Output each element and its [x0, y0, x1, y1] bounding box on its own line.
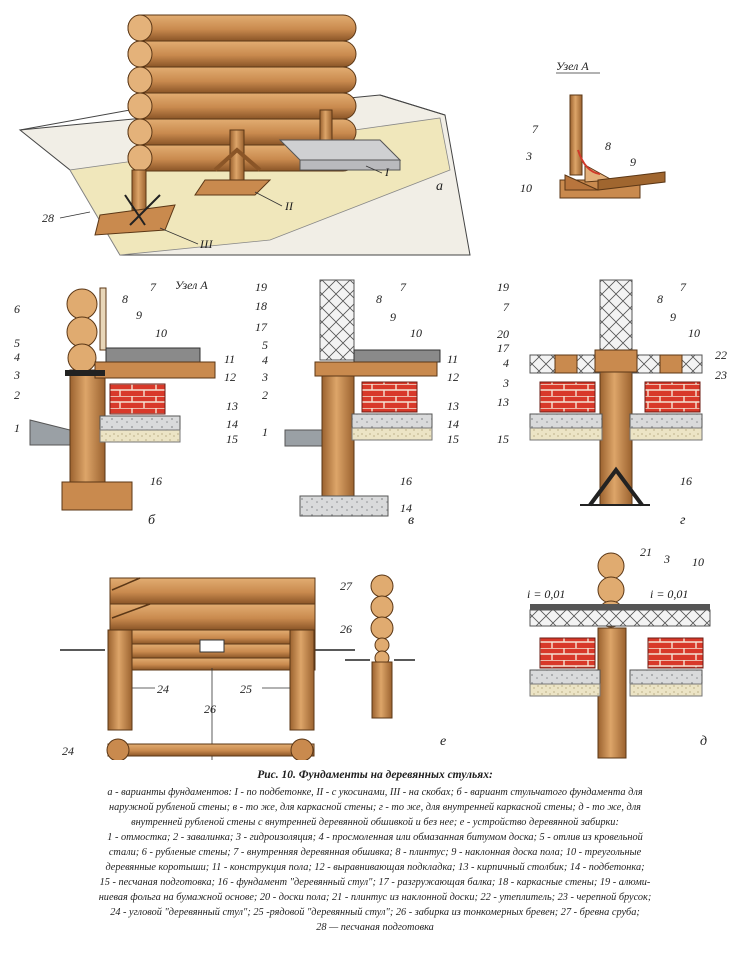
- svg-text:17: 17: [497, 341, 510, 355]
- label-II: II: [284, 199, 294, 213]
- svg-text:23: 23: [715, 368, 727, 382]
- svg-text:14: 14: [447, 417, 459, 431]
- svg-text:15: 15: [226, 432, 238, 446]
- log-wall-a: [127, 14, 357, 172]
- svg-text:16: 16: [150, 474, 162, 488]
- svg-text:21: 21: [640, 545, 652, 559]
- svg-text:12: 12: [224, 370, 236, 384]
- slope-left: i = 0,01: [527, 587, 565, 601]
- svg-text:10: 10: [688, 326, 700, 340]
- svg-text:25: 25: [240, 682, 252, 696]
- svg-text:7: 7: [150, 280, 157, 294]
- caption-line: 15 - песчаная подготовка; 16 - фундамент…: [99, 877, 651, 888]
- figure-caption: Рис. 10. Фундаменты на деревянных стулья…: [12, 768, 738, 935]
- svg-text:8: 8: [605, 139, 611, 153]
- svg-text:19: 19: [255, 280, 267, 294]
- panel-e-elevation: 27 26 24 25 26 24 е: [60, 574, 446, 760]
- svg-text:24: 24: [62, 744, 74, 758]
- svg-text:22: 22: [715, 348, 727, 362]
- svg-text:26: 26: [340, 622, 352, 636]
- svg-text:10: 10: [520, 181, 532, 195]
- svg-text:7: 7: [400, 280, 407, 294]
- svg-text:8: 8: [657, 292, 663, 306]
- caption-line: ниевая фольга на бумажной основе; 20 - д…: [98, 892, 652, 903]
- caption-line: внутренней рубленой стены с внутренней д…: [131, 817, 619, 828]
- svg-text:18: 18: [255, 299, 267, 313]
- svg-text:13: 13: [226, 399, 238, 413]
- svg-text:8: 8: [376, 292, 382, 306]
- svg-text:13: 13: [447, 399, 459, 413]
- slope-right: i = 0,01: [650, 587, 688, 601]
- svg-text:27: 27: [340, 579, 353, 593]
- panel-label-e: е: [440, 734, 446, 749]
- svg-text:26: 26: [204, 702, 216, 716]
- label-28: 28: [42, 211, 54, 225]
- caption-line: 28 — песчаная подготовка: [316, 922, 434, 933]
- caption-line: 24 - угловой "деревянный стул"; 25 -рядо…: [110, 907, 640, 918]
- caption-line: стали; 6 - рубленые стены; 7 - внутрення…: [108, 847, 642, 858]
- svg-text:3: 3: [261, 370, 268, 384]
- panel-v-section: 19 18 17 5 4 3 2 1 7 8 9 10 11 12 13 14 …: [255, 279, 459, 528]
- svg-text:14: 14: [400, 501, 412, 515]
- node-a-title: Узел А: [556, 59, 589, 73]
- svg-text:15: 15: [447, 432, 459, 446]
- panel-label-g: г: [680, 513, 686, 528]
- svg-text:4: 4: [503, 356, 509, 370]
- panel-d-section: i = 0,01 i = 0,01 21 3 10 д: [527, 545, 711, 759]
- svg-text:2: 2: [262, 388, 268, 402]
- svg-text:12: 12: [447, 370, 459, 384]
- svg-text:5: 5: [14, 336, 20, 350]
- svg-text:9: 9: [630, 155, 636, 169]
- svg-text:17: 17: [255, 320, 268, 334]
- svg-text:3: 3: [525, 149, 532, 163]
- panel-label-d: д: [700, 734, 707, 749]
- svg-text:14: 14: [226, 417, 238, 431]
- svg-text:16: 16: [680, 474, 692, 488]
- svg-text:4: 4: [14, 350, 20, 364]
- node-a-detail: Узел А 7 3 8 9 10: [520, 59, 666, 199]
- svg-text:7: 7: [532, 122, 539, 136]
- svg-text:20: 20: [497, 327, 509, 341]
- panel-label-a: а: [436, 179, 443, 194]
- svg-text:1: 1: [262, 425, 268, 439]
- svg-text:13: 13: [497, 395, 509, 409]
- svg-text:10: 10: [410, 326, 422, 340]
- svg-text:9: 9: [136, 308, 142, 322]
- svg-text:16: 16: [400, 474, 412, 488]
- foundation-diagram: I II Ш 28 а Узел А 7 3 8 9 10: [13, 14, 727, 760]
- svg-text:1: 1: [14, 421, 20, 435]
- svg-text:7: 7: [680, 280, 687, 294]
- panel-a-view: I II Ш 28 а: [18, 14, 471, 256]
- caption-line: а - варианты фундаментов: I - по подбето…: [107, 787, 643, 798]
- svg-text:5: 5: [262, 338, 268, 352]
- svg-text:9: 9: [670, 310, 676, 324]
- svg-text:24: 24: [157, 682, 169, 696]
- svg-text:8: 8: [122, 292, 128, 306]
- caption-line: 1 - отмостка; 2 - завалинка; 3 - гидроиз…: [107, 832, 643, 843]
- node-a-ref: Узел А: [175, 278, 208, 292]
- panel-b-section: 6 5 4 3 2 1 7 8 9 10 11 12 13 14 15 16 У…: [13, 278, 238, 528]
- caption-line: наружной рубленой стены; в - то же, для …: [109, 802, 641, 813]
- panel-g-section: 19 7 20 17 4 3 13 15 7 8 9 10 22 23 16 г: [497, 279, 727, 528]
- caption-title: Рис. 10. Фундаменты на деревянных стулья…: [257, 769, 493, 781]
- caption-line: деревянные коротыши; 11 - конструкция по…: [105, 862, 645, 873]
- panel-label-v: в: [408, 513, 414, 528]
- svg-text:11: 11: [447, 352, 458, 366]
- svg-text:11: 11: [224, 352, 235, 366]
- svg-text:2: 2: [14, 388, 20, 402]
- svg-text:15: 15: [497, 432, 509, 446]
- label-I: I: [384, 165, 390, 179]
- svg-text:19: 19: [497, 280, 509, 294]
- panel-label-b: б: [148, 513, 156, 528]
- svg-text:9: 9: [390, 310, 396, 324]
- svg-text:7: 7: [503, 300, 510, 314]
- svg-text:6: 6: [14, 302, 20, 316]
- svg-text:10: 10: [155, 326, 167, 340]
- svg-text:10: 10: [692, 555, 704, 569]
- svg-text:3: 3: [502, 376, 509, 390]
- svg-text:4: 4: [262, 353, 268, 367]
- svg-text:3: 3: [663, 552, 670, 566]
- svg-text:3: 3: [13, 368, 20, 382]
- label-III: Ш: [199, 237, 214, 251]
